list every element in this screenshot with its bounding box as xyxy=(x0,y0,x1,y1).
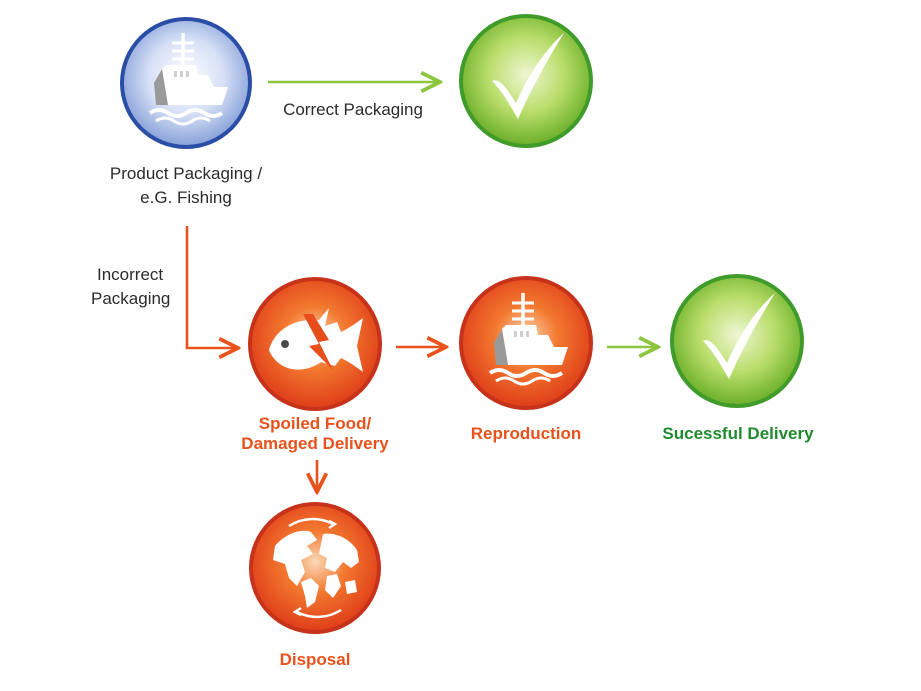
node-correct-check xyxy=(459,14,593,148)
edge-label-incorrect-line1: Incorrect xyxy=(97,265,164,284)
node-label-spoiled-line1: Spoiled Food/ xyxy=(258,414,372,433)
node-product-packaging xyxy=(120,17,252,149)
node-spoiled-food xyxy=(248,277,382,411)
edge-incorrect-packaging xyxy=(185,226,238,348)
node-label-reproduction: Reproduction xyxy=(470,424,582,443)
node-disposal xyxy=(249,502,381,634)
edge-label-correct-packaging: Correct Packaging xyxy=(283,100,423,119)
edge-label-incorrect-line2: Packaging xyxy=(91,289,171,308)
node-label-product-packaging-line2: e.G. Fishing xyxy=(140,188,232,207)
node-label-spoiled-line2: Damaged Delivery xyxy=(241,434,389,453)
node-label-successful-delivery: Sucessful Delivery xyxy=(662,424,814,443)
node-successful-delivery xyxy=(670,274,804,408)
node-label-disposal: Disposal xyxy=(279,650,351,669)
node-label-product-packaging-line1: Product Packaging / xyxy=(109,164,263,183)
node-reproduction xyxy=(459,276,593,410)
